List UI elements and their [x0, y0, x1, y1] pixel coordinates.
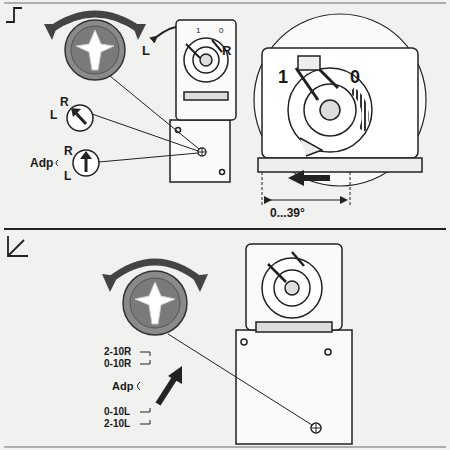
dir-letter: L — [64, 170, 71, 182]
scale-mark: 1 — [196, 27, 200, 35]
dir-letter: R — [222, 44, 231, 57]
scale-mark: 1 — [278, 68, 288, 86]
angle-dimension: 0...39° — [270, 207, 305, 219]
signal-label: 2-10L — [104, 419, 130, 429]
signal-label: 0-10L — [104, 407, 130, 417]
mode-label: Adp — [30, 157, 53, 169]
dir-letter: R — [60, 96, 69, 108]
dir-letter: L — [50, 109, 57, 121]
dir-letter: L — [142, 44, 150, 57]
scale-mark: 0 — [219, 27, 223, 35]
dir-letter: R — [64, 145, 73, 157]
signal-label: 2-10R — [104, 347, 131, 357]
scale-mark: 0 — [350, 68, 360, 86]
signal-label: 0-10R — [104, 359, 131, 369]
mode-label: Adp — [112, 381, 133, 392]
